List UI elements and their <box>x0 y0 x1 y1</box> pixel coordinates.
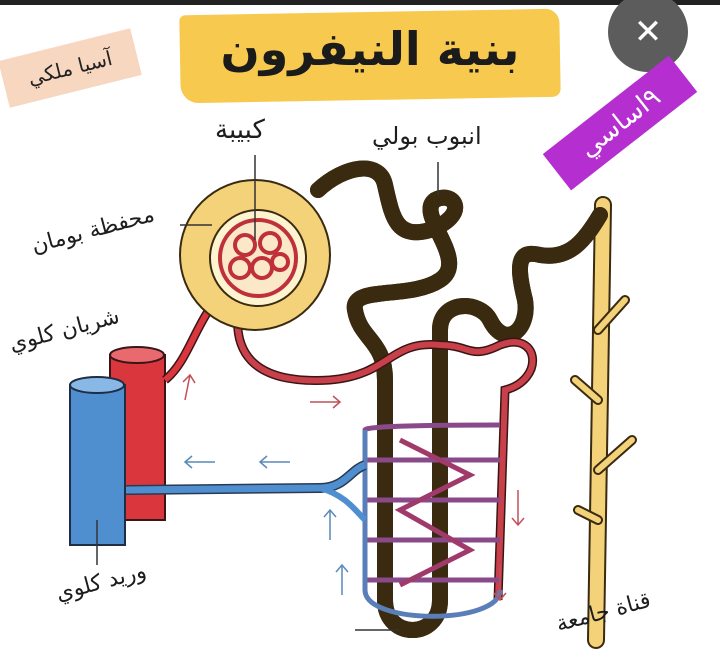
renal-vein <box>69 376 368 546</box>
capillary-network <box>362 422 503 619</box>
top-bar <box>0 0 720 5</box>
renal-tubule <box>310 169 608 630</box>
label-pointer-lines <box>96 155 439 631</box>
flow-arrows <box>182 373 525 602</box>
close-icon: ✕ <box>633 12 663 52</box>
close-button[interactable]: ✕ <box>608 0 688 72</box>
page-title: بنية النيفرون <box>220 22 520 76</box>
label-glomerulus: كبيبة <box>215 115 265 145</box>
collecting-duct <box>570 196 637 649</box>
label-renal-tubule: انبوب بولي <box>372 122 482 150</box>
glomerulus <box>218 218 298 298</box>
renal-artery <box>109 286 537 601</box>
